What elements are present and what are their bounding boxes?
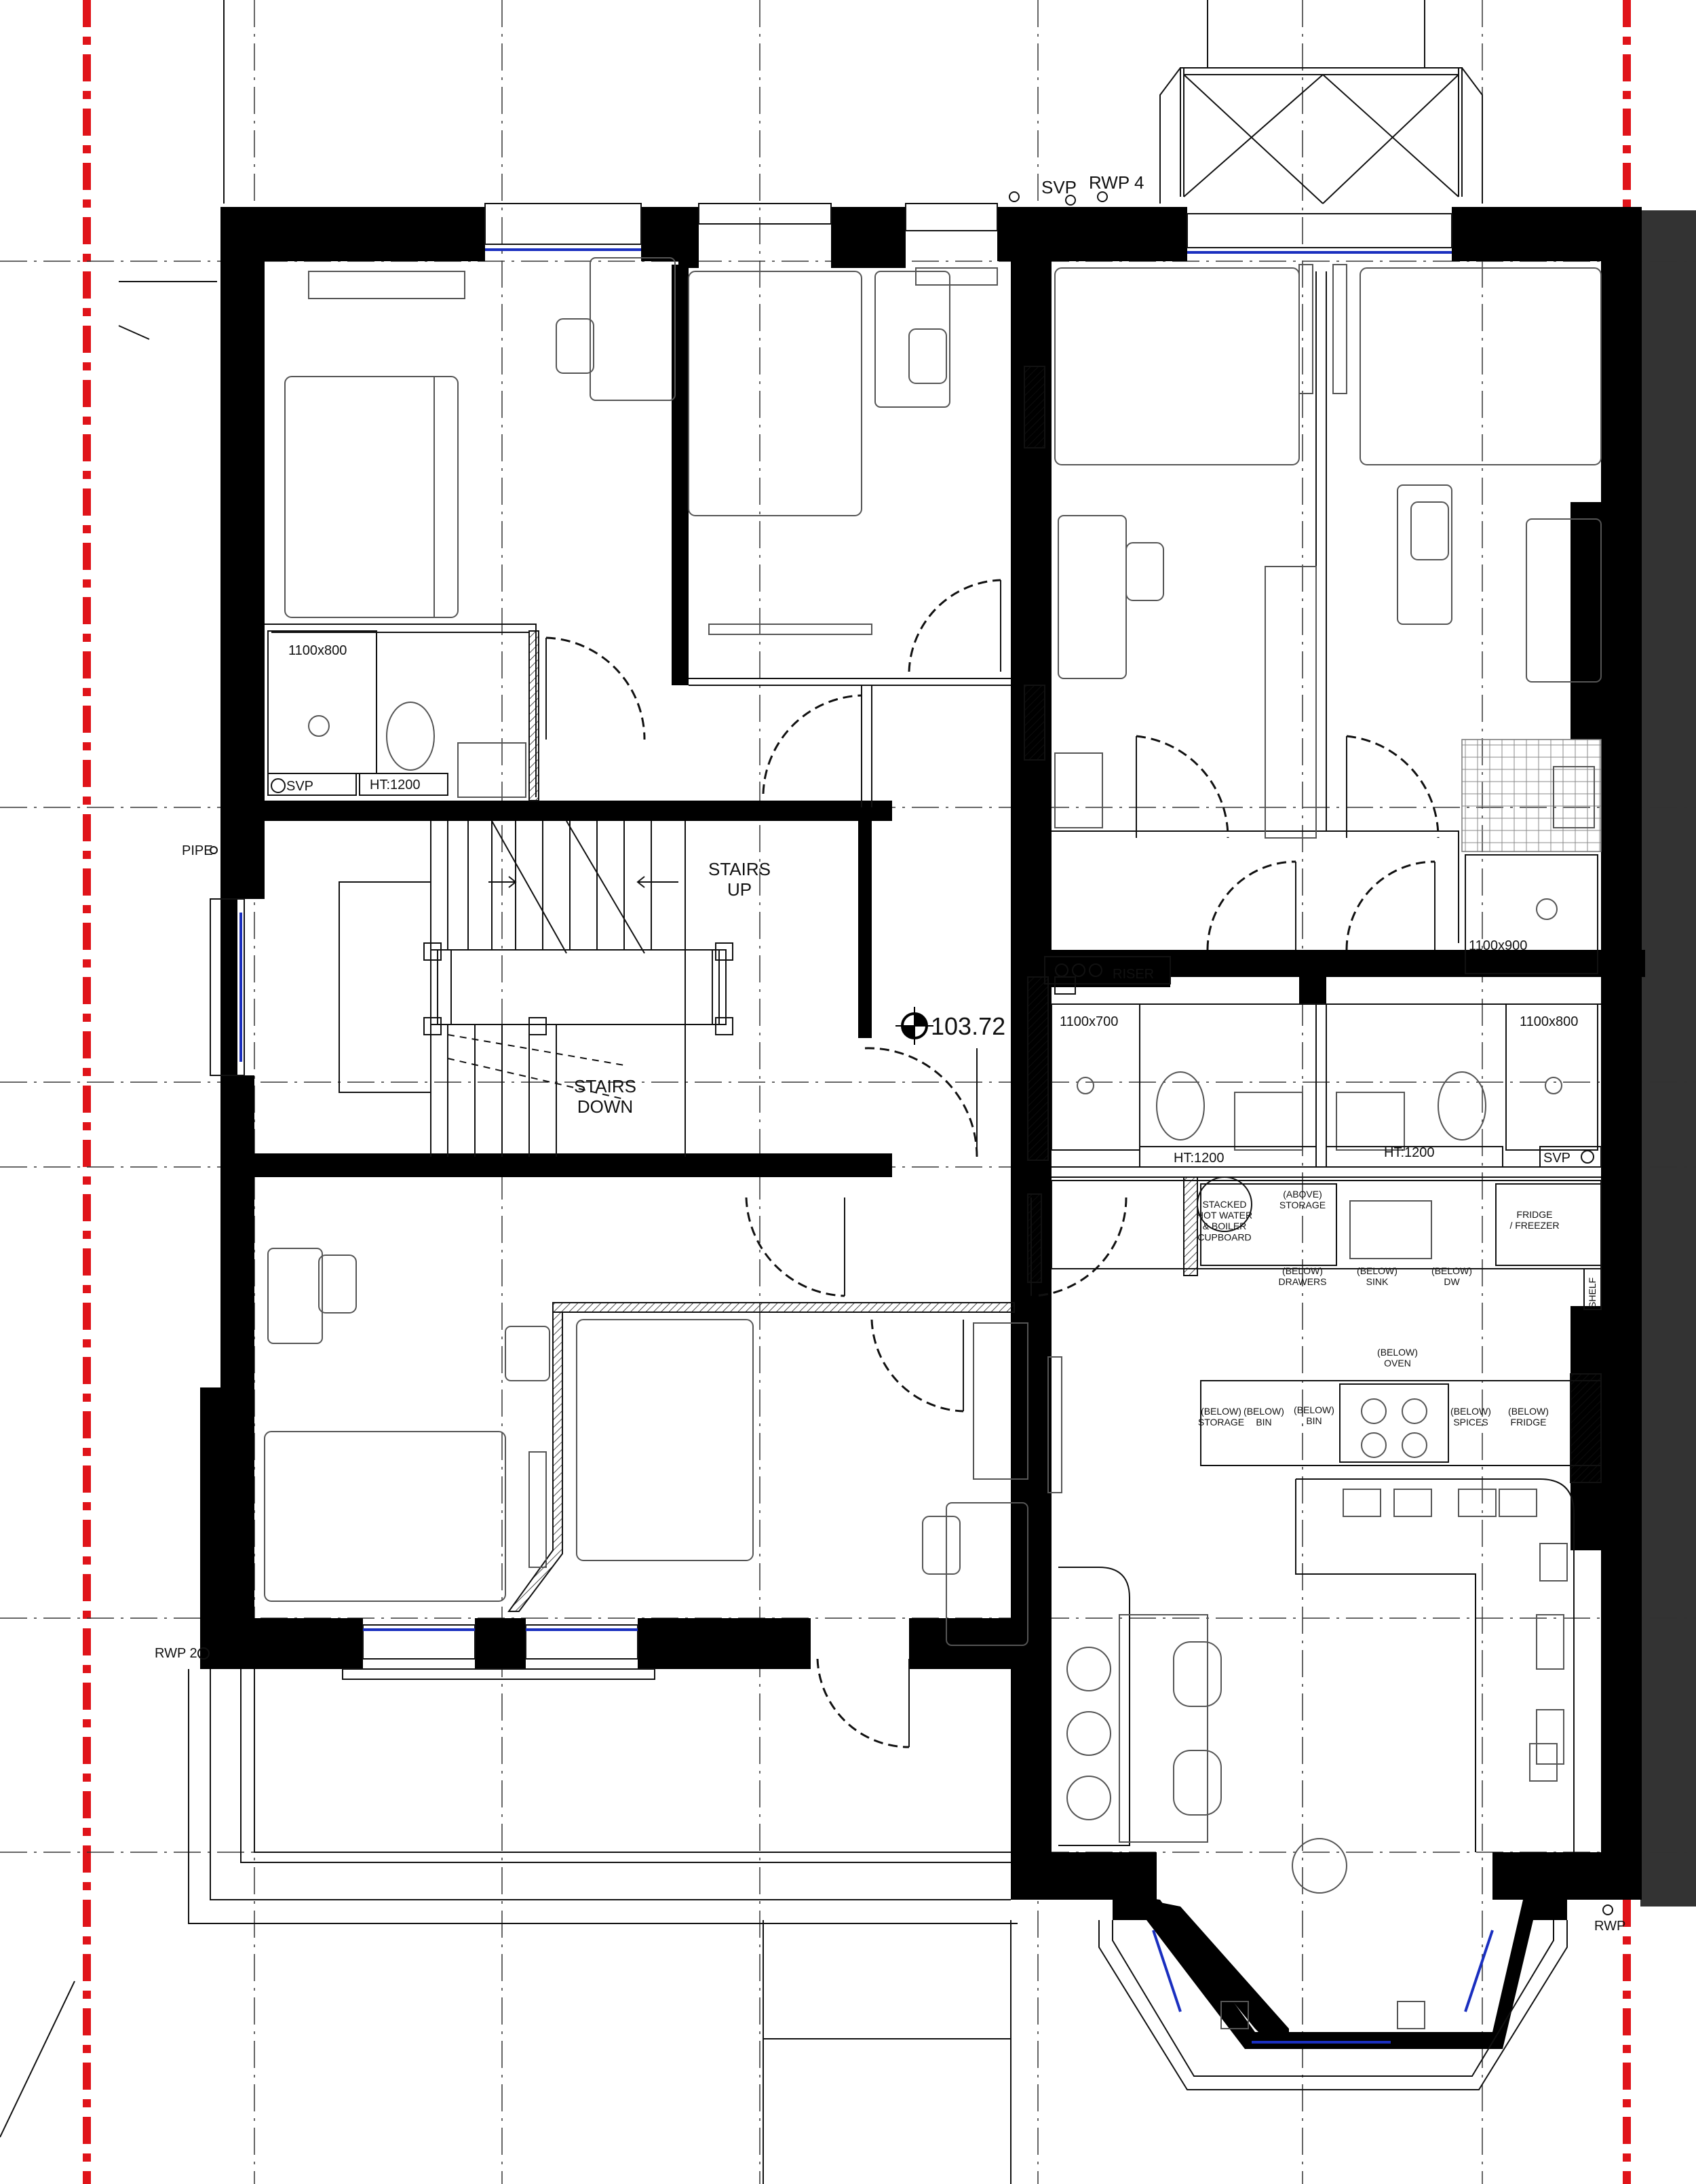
below-dw-label: (BELOW)DW	[1431, 1265, 1472, 1287]
label-line: & BOILER	[1203, 1221, 1247, 1231]
below-drawers-label: (BELOW)DRAWERS	[1278, 1265, 1326, 1287]
shower-1100x900-label: 1100x900	[1469, 938, 1527, 953]
roof-truss	[1159, 67, 1483, 204]
label-line: / FREEZER	[1509, 1220, 1559, 1231]
below-storage-label: (BELOW)STORAGE	[1198, 1406, 1244, 1428]
rwp2-label: RWP 2	[155, 1646, 197, 1661]
label-line: DRAWERS	[1278, 1276, 1326, 1287]
label-line: (BELOW)	[1508, 1406, 1549, 1417]
label-line: FRIDGE	[1517, 1209, 1553, 1220]
below-fridge-label: (BELOW)FRIDGE	[1508, 1406, 1549, 1428]
label-line: STORAGE	[1198, 1417, 1244, 1428]
label-line: (BELOW)	[1377, 1347, 1418, 1358]
windows	[210, 203, 1452, 1680]
shower-1100x700-label: 1100x700	[1060, 1014, 1118, 1029]
label-line: (BELOW)	[1244, 1406, 1284, 1417]
below-bin-1-label: (BELOW)BIN	[1244, 1406, 1284, 1428]
riser	[1044, 956, 1171, 984]
label-line: FRIDGE	[1511, 1417, 1547, 1428]
rwp4-label: RWP 4	[1089, 172, 1144, 193]
label-line: STAIRS	[708, 859, 771, 879]
hatched-partitions	[507, 366, 1198, 1612]
furniture	[264, 257, 1602, 1646]
ht1200-right-label: HT:1200	[1384, 1145, 1435, 1160]
doors	[545, 579, 1440, 1748]
shower-size-label: 1100x800	[288, 643, 347, 658]
label-line: SINK	[1366, 1276, 1389, 1287]
bay-window	[1098, 1893, 1568, 2090]
label-line: (BELOW)	[1450, 1406, 1491, 1417]
label-line: HOT WATER	[1197, 1210, 1252, 1221]
terrace	[188, 1669, 1018, 1924]
labels: SVP RWP 4 PIPE 1100x800 SVP HT:1200 STAI…	[155, 172, 1625, 1934]
svp-left-label: SVP	[286, 779, 313, 794]
label-line: STAIRS	[574, 1076, 636, 1096]
bathrooms	[267, 630, 1602, 1168]
label-line: BIN	[1256, 1417, 1271, 1428]
pipe-markers	[197, 191, 1613, 1915]
label-line: OVEN	[1384, 1358, 1411, 1368]
ht1200-left-label: HT:1200	[370, 778, 421, 792]
kitchen	[1051, 1176, 1602, 2029]
label-line: (BELOW)	[1201, 1406, 1241, 1417]
shower-1100x800-right-label: 1100x800	[1520, 1014, 1578, 1029]
svp-right-label: SVP	[1543, 1151, 1570, 1166]
staircase	[339, 820, 733, 1157]
label-line: CUPBOARD	[1197, 1231, 1251, 1242]
riser-label: RISER	[1113, 967, 1154, 982]
below-oven-label: (BELOW)OVEN	[1377, 1347, 1418, 1368]
ht1200-mid-label: HT:1200	[1174, 1151, 1225, 1166]
fridge-freezer-label: FRIDGE/ FREEZER	[1509, 1209, 1559, 1231]
label-line: (BELOW)	[1294, 1404, 1334, 1415]
above-storage-label: (ABOVE)STORAGE	[1279, 1189, 1326, 1210]
label-line: (ABOVE)	[1283, 1189, 1322, 1200]
shelf-label: SHELF	[1587, 1278, 1598, 1308]
label-line: UP	[727, 879, 752, 900]
neighbour-wall	[1640, 210, 1696, 1907]
below-spices-label: (BELOW)SPICES	[1450, 1406, 1491, 1428]
label-line: (BELOW)	[1431, 1265, 1472, 1276]
svp-top-label: SVP	[1041, 177, 1077, 197]
level-value: 103.72	[931, 1012, 1005, 1040]
below-sink-label: (BELOW)SINK	[1357, 1265, 1398, 1287]
external-walls	[200, 207, 1642, 1900]
internal-walls	[254, 265, 1645, 1178]
label-line: STACKED	[1202, 1199, 1246, 1210]
rwp-br-label: RWP	[1594, 1919, 1625, 1934]
below-bin-2-label: (BELOW)BIN	[1294, 1404, 1334, 1426]
label-line: DOWN	[577, 1096, 633, 1117]
label-line: (BELOW)	[1357, 1265, 1398, 1276]
pipe-label: PIPE	[182, 843, 213, 858]
label-line: (BELOW)	[1282, 1265, 1323, 1276]
label-line: BIN	[1306, 1415, 1322, 1426]
label-line: SPICES	[1453, 1417, 1488, 1428]
label-line: STORAGE	[1279, 1200, 1326, 1210]
context-lines	[0, 0, 1425, 2184]
label-line: DW	[1444, 1276, 1460, 1287]
level-datum-icon	[895, 1007, 933, 1045]
